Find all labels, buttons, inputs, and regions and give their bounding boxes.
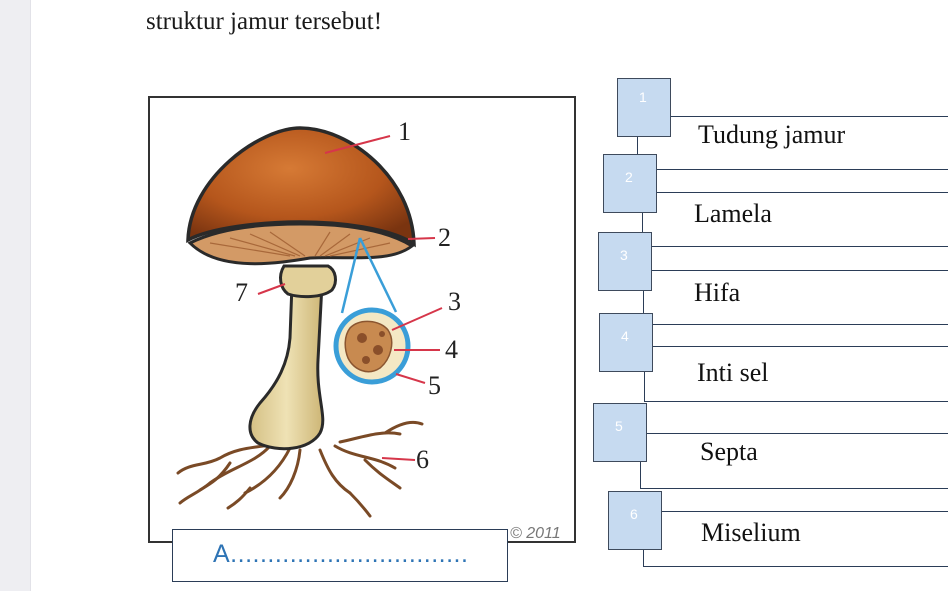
callout-6: 6: [416, 445, 429, 474]
left-gutter: [0, 0, 31, 591]
number-box-5[interactable]: 5: [593, 403, 647, 462]
number-label: 1: [639, 89, 647, 105]
figure-credit: © 2011: [510, 525, 561, 542]
number-label: 4: [621, 328, 629, 344]
stem-shape: [248, 282, 325, 451]
connector-vline: [640, 461, 641, 488]
number-box-2[interactable]: 2: [603, 154, 657, 213]
connector-vline: [644, 371, 645, 401]
mushroom-figure: 1 2 3 4 5 6 7 © 2011: [148, 96, 576, 543]
ring-shape: [279, 264, 337, 299]
callout-1: 1: [398, 117, 411, 146]
callout-4: 4: [445, 335, 458, 364]
number-box-3[interactable]: 3: [598, 232, 652, 291]
answer-line: [640, 488, 948, 489]
connector-vline: [643, 549, 644, 566]
answer-label-1: Tudung jamur: [698, 120, 846, 149]
answer-line: [646, 433, 948, 434]
cap-shape: [186, 126, 416, 248]
number-box-6[interactable]: 6: [608, 491, 662, 550]
magnified-detail: [333, 307, 411, 385]
connector-vline: [642, 212, 643, 232]
answer-line: [651, 246, 948, 247]
answer-line: [656, 192, 948, 193]
connector-vline: [643, 290, 644, 314]
answer-label-3: Hifa: [694, 278, 741, 307]
connector-vline: [637, 136, 638, 154]
answer-line: [661, 511, 948, 512]
answer-line: [643, 566, 948, 567]
mycelium: [176, 420, 424, 518]
answer-line: [670, 116, 948, 117]
callout-3: 3: [448, 287, 461, 316]
number-label: 2: [625, 169, 633, 185]
answer-line: [656, 169, 948, 170]
answer-label-5: Septa: [700, 437, 758, 466]
mushroom-illustration: 1 2 3 4 5 6 7 © 2011: [176, 117, 561, 542]
answer-label-2: Lamela: [694, 199, 772, 228]
callout-2: 2: [438, 223, 451, 252]
number-box-4[interactable]: 4: [599, 313, 653, 372]
answer-text: A................................: [213, 540, 469, 568]
answer-label-4: Inti sel: [697, 358, 769, 387]
number-label: 3: [620, 247, 628, 263]
answer-label-6: Miselium: [701, 518, 801, 547]
answer-box[interactable]: A................................: [172, 529, 508, 582]
callout-5: 5: [428, 371, 441, 400]
number-box-1[interactable]: 1: [617, 78, 671, 137]
answer-line: [644, 401, 948, 402]
answer-line: [652, 346, 948, 347]
callout-7: 7: [235, 278, 248, 307]
instruction-text: struktur jamur tersebut!: [146, 8, 383, 35]
number-label: 6: [630, 506, 638, 522]
answer-line: [651, 270, 948, 271]
number-label: 5: [615, 418, 623, 434]
answer-line: [652, 324, 948, 325]
